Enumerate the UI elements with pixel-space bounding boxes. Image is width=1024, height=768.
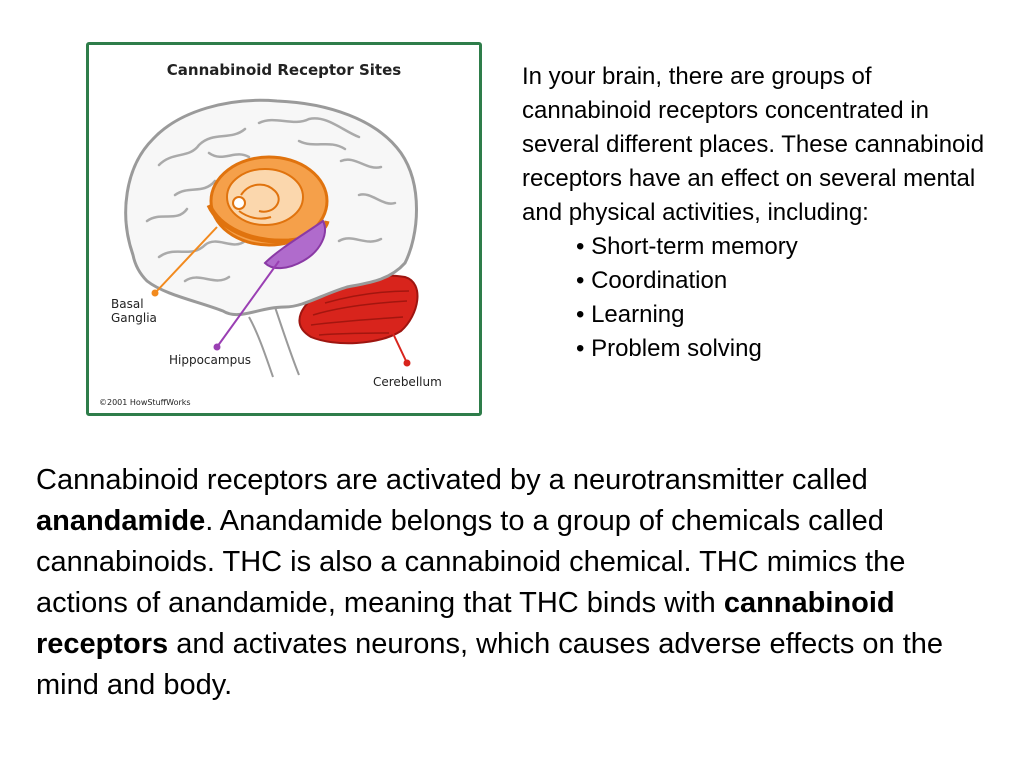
hippocampus-label: Hippocampus <box>169 353 252 367</box>
intro-paragraph: In your brain, there are groups of canna… <box>522 63 985 226</box>
list-item: • Learning <box>576 301 685 328</box>
main-paragraph: Cannabinoid receptors are activated by a… <box>36 460 996 706</box>
anandamide-term: anandamide <box>36 505 206 537</box>
main-text-part1: Cannabinoid receptors are activated by a… <box>36 464 868 496</box>
cerebellum-label: Cerebellum <box>373 375 442 389</box>
basal-ganglia-label: Basal Ganglia <box>111 297 157 325</box>
copyright-notice: ©2001 HowStuffWorks <box>99 398 191 407</box>
main-text-part3: and activates neurons, which causes adve… <box>36 628 944 701</box>
basal-ganglia-label-line1: Basal <box>111 297 144 311</box>
figure-frame: Cannabinoid Receptor Sites Basal Ganglia… <box>86 42 482 416</box>
main-text-part2: . Anandamide belongs to a group of chemi… <box>36 505 906 619</box>
list-item: • Short-term memory <box>576 233 798 260</box>
intro-text-block: In your brain, there are groups of canna… <box>522 60 992 366</box>
basal-ganglia-label-line2: Ganglia <box>111 311 157 325</box>
list-item: • Coordination <box>576 267 728 294</box>
activities-list: • Short-term memory • Coordination • Lea… <box>522 230 992 366</box>
cannabinoid-receptors-term: cannabinoid receptors <box>36 587 895 660</box>
hippocampus-region <box>263 219 326 269</box>
figure-title: Cannabinoid Receptor Sites <box>166 61 402 79</box>
list-item: • Problem solving <box>576 335 762 362</box>
brain-illustration <box>124 98 419 378</box>
